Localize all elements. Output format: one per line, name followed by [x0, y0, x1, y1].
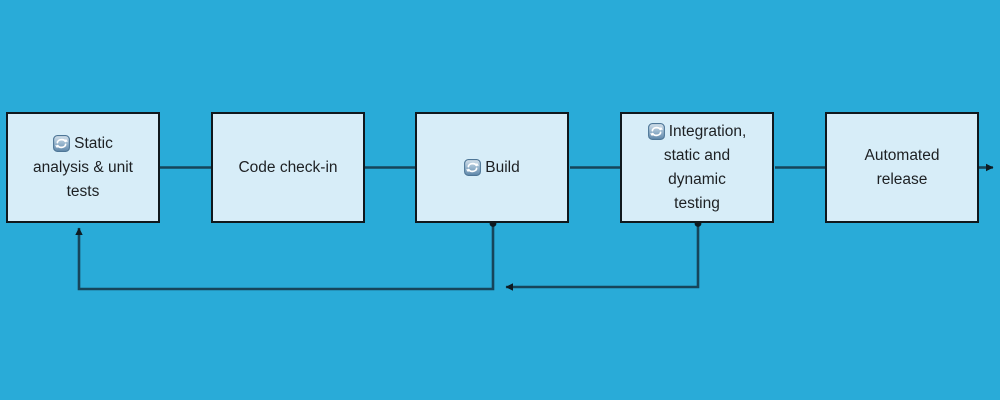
node-label-line: testing: [674, 194, 720, 212]
node-label-line: Static: [74, 134, 113, 152]
repeat-icon: [53, 135, 71, 152]
node-build: Build: [415, 112, 569, 223]
repeat-icon: [647, 123, 665, 140]
node-code-check-in: Code check-in: [211, 112, 365, 223]
node-label-line: Build: [485, 158, 520, 176]
node-automated-release: Automated release: [825, 112, 979, 223]
node-label-line: tests: [66, 182, 100, 200]
node-label: Build: [464, 156, 520, 180]
node-label-line: Integration,: [668, 122, 747, 140]
node-label: Code check-in: [238, 156, 337, 180]
node-label: Static analysis & unit tests: [33, 132, 133, 204]
node-integration-testing: Integration, static and dynamic testing: [620, 112, 774, 223]
feedback-build-to-static: [75, 224, 495, 291]
feedback-integration-to-build: [505, 224, 700, 291]
node-label-line: analysis & unit: [33, 158, 133, 176]
node-label-line: Code check-in: [238, 158, 338, 176]
node-label-line: dynamic: [668, 170, 726, 188]
node-label: Automated release: [865, 144, 940, 192]
node-static-analysis-unit-tests: Static analysis & unit tests: [6, 112, 160, 223]
node-label-line: static and: [663, 146, 731, 164]
node-label-line: release: [876, 170, 928, 188]
node-label-line: Automated: [864, 146, 940, 164]
repeat-icon: [464, 159, 482, 176]
node-label: Integration, static and dynamic testing: [647, 120, 747, 216]
